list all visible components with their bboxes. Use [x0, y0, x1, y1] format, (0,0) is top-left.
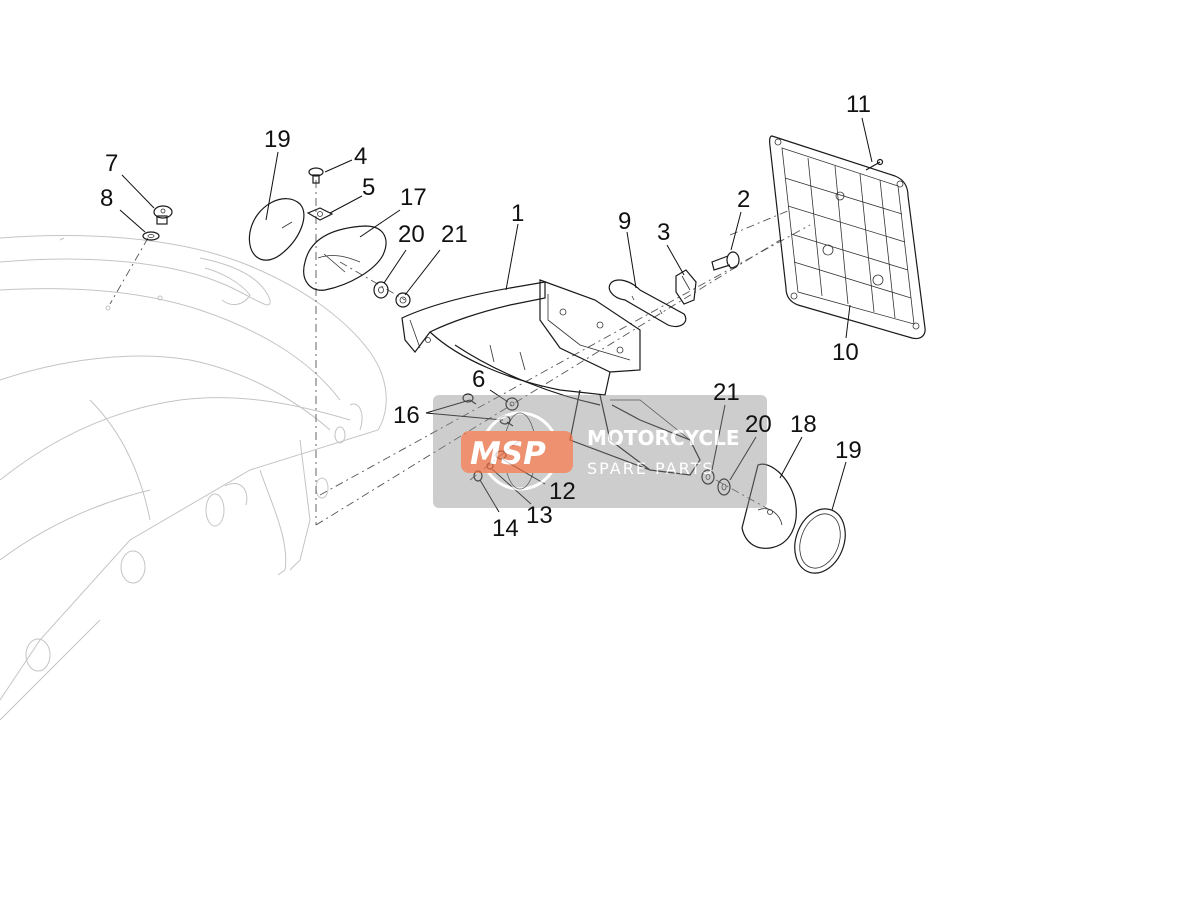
callout-6: 6	[472, 366, 485, 393]
callout-14: 14	[492, 515, 519, 542]
part-4-screw	[308, 167, 324, 184]
part-8-washer	[142, 231, 160, 241]
part-5-nut	[306, 207, 334, 221]
watermark-logo-text: MSP	[470, 436, 546, 472]
watermark-background	[433, 395, 767, 508]
watermark-line2: SPARE PARTS	[587, 459, 715, 478]
callout-9: 9	[618, 208, 631, 235]
part-9-spacer-bar	[608, 279, 687, 328]
callout-16: 16	[393, 402, 420, 429]
callout-21-right: 21	[713, 379, 740, 406]
scooter-body-outline	[0, 235, 387, 721]
part-3-clip	[675, 269, 697, 305]
part-6-nut	[505, 397, 519, 411]
callout-12: 12	[549, 478, 576, 505]
callout-labels: 1 2 3 4 5 6 7 8 9 10 11 12 13 14 16 17 1…	[100, 91, 871, 542]
part-16-screw-a	[462, 393, 477, 405]
part-18-housing-right	[741, 463, 797, 549]
watermark-line1: MOTORCYCLE	[587, 426, 739, 450]
part-21-nut-left	[395, 292, 411, 308]
callout-21-left: 21	[441, 221, 468, 248]
part-7-screw	[153, 205, 173, 225]
part-11-screw	[865, 158, 884, 171]
callout-20-left: 20	[398, 221, 425, 248]
part-21-nut-right	[701, 469, 715, 485]
callout-17: 17	[400, 184, 427, 211]
part-2-screw	[711, 251, 740, 271]
callout-13: 13	[526, 502, 553, 529]
watermark: MSP MOTORCYCLE SPARE PARTS	[433, 395, 767, 508]
part-19-lens-left	[248, 198, 305, 261]
part-10-license-plate-bracket	[769, 135, 926, 340]
callout-20-right: 20	[745, 411, 772, 438]
watermark-logo-badge	[461, 431, 573, 473]
callout-5: 5	[362, 174, 375, 201]
part-20-washer-left	[373, 281, 389, 299]
callout-18: 18	[790, 411, 817, 438]
callout-11: 11	[846, 91, 871, 118]
callout-8: 8	[100, 185, 113, 212]
part-19-lens-right	[794, 508, 846, 574]
callout-4: 4	[354, 143, 367, 170]
callout-3: 3	[657, 219, 670, 246]
callout-10: 10	[832, 339, 859, 366]
part-17-housing-left	[303, 225, 387, 291]
assembly-axis-lines	[109, 180, 811, 526]
callout-1: 1	[511, 200, 524, 227]
callout-2: 2	[737, 186, 750, 213]
callout-7: 7	[105, 150, 118, 177]
part-20-washer-right	[717, 478, 731, 496]
callout-19-right: 19	[835, 437, 862, 464]
callout-19-left: 19	[264, 126, 291, 153]
